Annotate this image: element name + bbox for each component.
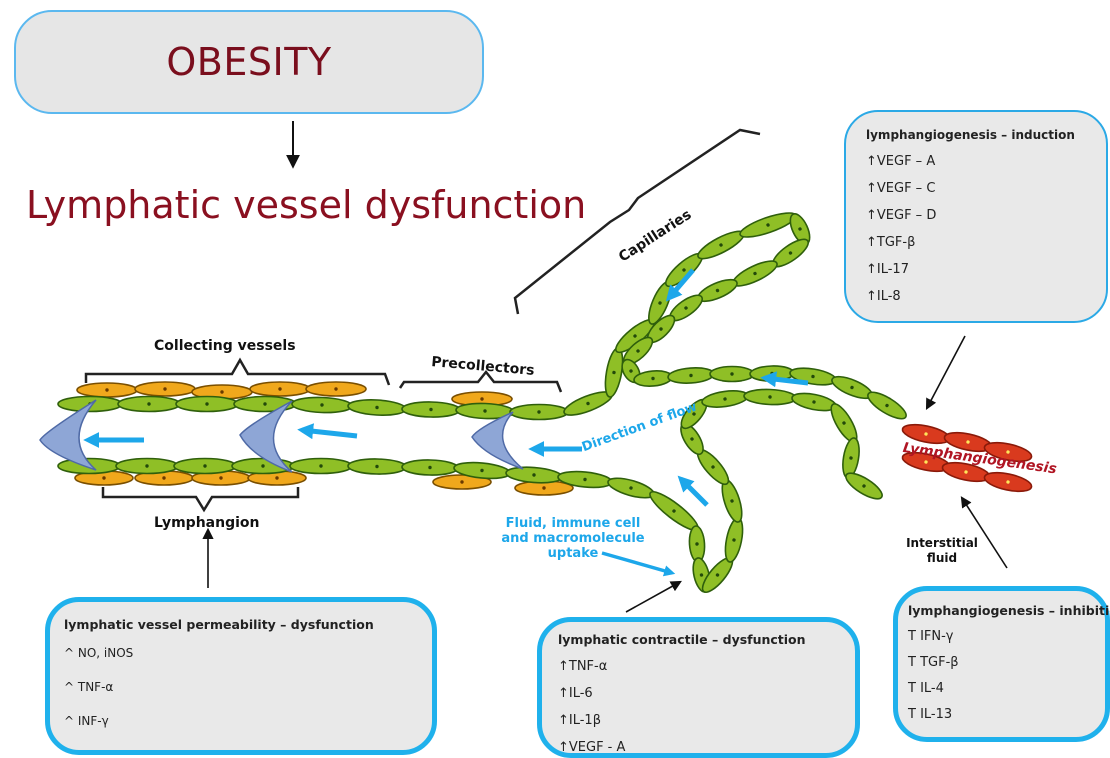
green-upper-2 [176, 397, 238, 412]
green-upper-8 [510, 405, 568, 420]
orange-cell-top-1 [135, 382, 195, 396]
orange-cell-top-3 [250, 382, 310, 396]
green-lower-loop-8 [791, 390, 838, 413]
induction-pointer-arrow [927, 336, 965, 408]
lymphangion-bracket [103, 487, 298, 510]
green-lower-1 [116, 459, 178, 474]
permeability-box: lymphatic vessel permeability – dysfunct… [45, 597, 437, 755]
lymphangion-label: Lymphangion [154, 515, 260, 531]
inhibition-box-title: lymphangiogenesis – inhibition [908, 603, 1110, 618]
contractile-pointer-arrow [626, 582, 680, 612]
green-upper-15 [738, 208, 799, 241]
green-lower-loop-2 [718, 478, 746, 524]
inhibition-item-3: T IL-4 [908, 681, 944, 696]
uptake-label-line-1: Fluid, immune cell [478, 516, 668, 531]
green-lower-2 [174, 459, 236, 474]
uptake-label: Fluid, immune cell and macromolecule upt… [478, 516, 668, 561]
contractile-item-2: ↑IL-6 [558, 686, 593, 701]
green-loop-8 [667, 366, 714, 384]
induction-item-2: ↑VEGF – C [866, 181, 935, 196]
permeability-item-1: ^ NO, iNOS [64, 646, 133, 660]
green-loop-9 [710, 367, 754, 382]
induction-item-4: ↑TGF-β [866, 235, 915, 250]
induction-box: lymphangiogenesis – induction ↑VEGF – A … [844, 110, 1108, 323]
contractile-item-3: ↑IL-1β [558, 713, 601, 728]
inhibition-item-4: T IL-13 [908, 707, 952, 722]
inhibition-item-1: T IFN-γ [908, 629, 954, 644]
inhibition-item-2: T TGF-β [908, 655, 959, 670]
green-lower-loop-11 [842, 469, 885, 504]
permeability-item-2: ^ TNF-α [64, 680, 113, 694]
green-lower-5 [348, 458, 406, 474]
green-upper-6 [402, 401, 460, 417]
flow-arrow-6 [681, 479, 707, 505]
collecting-vessels-label: Collecting vessels [154, 338, 296, 354]
green-lower-6 [402, 459, 458, 475]
orange-cell-top-4 [306, 382, 366, 396]
flow-arrow-2 [302, 430, 357, 436]
green-upper-10 [602, 347, 625, 399]
induction-item-3: ↑VEGF – D [866, 208, 936, 223]
valve-right [472, 412, 523, 469]
green-lower-8 [505, 465, 562, 484]
green-lower-loop-7 [744, 388, 797, 405]
green-lower-loop-6 [701, 388, 749, 409]
permeability-item-3: ^ INF-γ [64, 714, 109, 728]
induction-box-title: lymphangiogenesis – induction [866, 128, 1075, 142]
green-lower-loop-1 [722, 517, 745, 564]
contractile-item-1: ↑TNF-α [558, 659, 607, 674]
contractile-box: lymphatic contractile – dysfunction ↑TNF… [537, 617, 860, 758]
interstitial-fluid-label: Interstitial fluid [902, 536, 982, 566]
green-upper-14 [695, 226, 748, 263]
green-upper-4 [292, 396, 353, 413]
induction-item-1: ↑VEGF – A [866, 154, 935, 169]
green-loop-1 [730, 256, 780, 290]
interstitial-line-1: Interstitial [902, 536, 982, 551]
contractile-item-4: ↑VEGF - A [558, 740, 625, 755]
headline: Lymphatic vessel dysfunction [26, 183, 586, 227]
green-lower-12 [688, 526, 705, 563]
inhibition-box: lymphangiogenesis – inhibition T IFN-γ T… [893, 586, 1110, 742]
contractile-box-title: lymphatic contractile – dysfunction [558, 632, 806, 647]
green-upper-1 [118, 397, 180, 412]
green-loop-11 [789, 365, 837, 387]
induction-item-6: ↑IL-8 [866, 289, 901, 304]
green-upper-5 [348, 398, 407, 416]
green-lower-4 [290, 459, 352, 474]
collecting-vessels-bracket [86, 360, 389, 385]
precollectors-bracket [400, 372, 561, 392]
uptake-label-line-2: and macromolecule [478, 531, 668, 546]
induction-item-5: ↑IL-17 [866, 262, 909, 277]
uptake-label-line-3: uptake [478, 546, 668, 561]
orange-cell-top-0 [77, 383, 137, 397]
permeability-box-title: lymphatic vessel permeability – dysfunct… [64, 617, 374, 632]
green-loop-13 [864, 388, 909, 424]
green-lower-10 [606, 474, 656, 502]
interstitial-line-2: fluid [902, 551, 982, 566]
